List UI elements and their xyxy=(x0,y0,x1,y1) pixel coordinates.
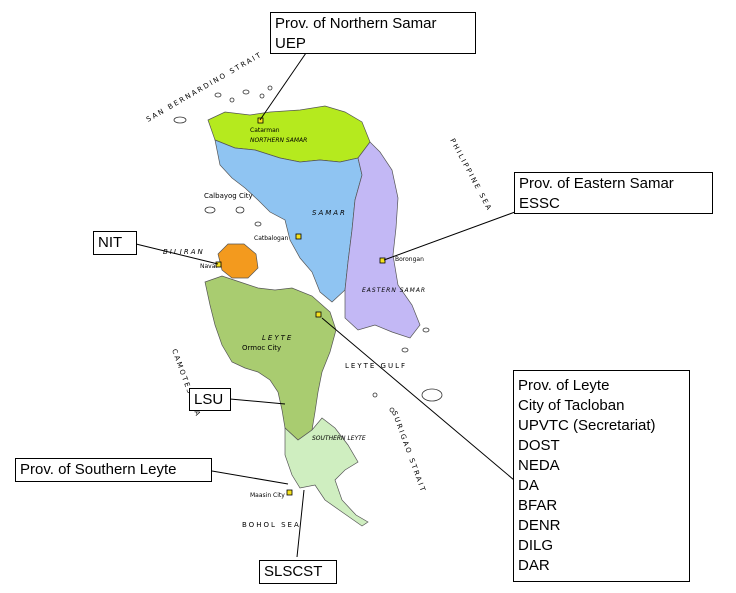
label-bohol-sea: BOHOL SEA xyxy=(242,521,301,529)
label-ormoc: Ormoc City xyxy=(242,344,281,352)
callout-northern-samar-province: Prov. of Northern Samar xyxy=(275,15,437,32)
callout-southern-leyte-province: Prov. of Southern Leyte xyxy=(20,461,177,478)
label-catbalogan: Catbalogan xyxy=(254,235,289,242)
callout-southern-leyte: Prov. of Southern Leyte xyxy=(15,458,212,482)
callout-leyte-city: City of Tacloban xyxy=(518,397,625,414)
callout-eastern-samar: Prov. of Eastern Samar ESSC xyxy=(514,172,713,214)
callout-slscst-label: SLSCST xyxy=(264,563,323,580)
callout-leyte: Prov. of Leyte City of Tacloban UPVTC (S… xyxy=(513,370,690,582)
capital-marker-maasin xyxy=(286,489,293,496)
callout-leyte-dost: DOST xyxy=(518,437,560,454)
callout-eastern-samar-institution: ESSC xyxy=(519,195,560,212)
label-samar: SAMAR xyxy=(312,209,347,217)
callout-lsu: LSU xyxy=(189,388,231,411)
callout-leyte-province: Prov. of Leyte xyxy=(518,377,610,394)
label-san-bernardino-strait: SAN BERNARDINO STRAIT xyxy=(145,50,264,123)
leyte-region[interactable] xyxy=(204,275,337,441)
callout-leyte-dilg: DILG xyxy=(518,537,554,554)
label-calbayog: Calbayog City xyxy=(204,192,253,200)
label-northern-samar: NORTHERN SAMAR xyxy=(250,137,307,144)
capital-marker-borongan xyxy=(379,257,386,264)
callout-leyte-bfar: BFAR xyxy=(518,497,558,514)
southern-leyte-region[interactable] xyxy=(284,417,369,527)
callout-leyte-dar: DAR xyxy=(518,557,550,574)
label-leyte: LEYTE xyxy=(262,334,293,342)
callout-nit: NIT xyxy=(93,231,137,255)
callout-slscst: SLSCST xyxy=(259,560,337,584)
callout-leyte-upvtc: UPVTC (Secretariat) xyxy=(518,417,656,434)
callout-nit-label: NIT xyxy=(98,234,123,251)
biliran-region[interactable] xyxy=(217,243,259,279)
capital-marker-tacloban xyxy=(315,311,322,318)
capital-marker-naval xyxy=(215,261,222,268)
label-leyte-gulf: LEYTE GULF xyxy=(345,362,407,370)
islands xyxy=(173,85,443,413)
callout-leyte-da: DA xyxy=(518,477,539,494)
callout-lsu-label: LSU xyxy=(194,391,224,408)
callout-eastern-samar-province: Prov. of Eastern Samar xyxy=(519,175,674,192)
label-catarman: Catarman xyxy=(250,127,280,134)
eastern-samar-region[interactable] xyxy=(344,141,421,339)
capital-marker-catbalogan xyxy=(295,233,302,240)
callout-leyte-neda: NEDA xyxy=(518,457,560,474)
leader-lines xyxy=(135,52,516,558)
label-naval: Naval xyxy=(200,263,217,270)
callout-northern-samar: Prov. of Northern Samar UEP xyxy=(270,12,476,54)
label-maasin: Maasin City xyxy=(250,492,285,499)
label-southern-leyte: SOUTHERN LEYTE xyxy=(312,435,366,442)
label-surigao-strait: SURIGAO STRAIT xyxy=(390,410,427,494)
capital-marker-catarman xyxy=(257,117,264,124)
callout-leyte-denr: DENR xyxy=(518,517,561,534)
label-eastern-samar: EASTERN SAMAR xyxy=(362,287,426,294)
label-borongan: Borongan xyxy=(395,256,424,263)
callout-northern-samar-institution: UEP xyxy=(275,35,306,52)
label-philippine-sea: PHILIPPINE SEA xyxy=(448,137,493,213)
label-biliran: BILIRAN xyxy=(163,248,205,256)
